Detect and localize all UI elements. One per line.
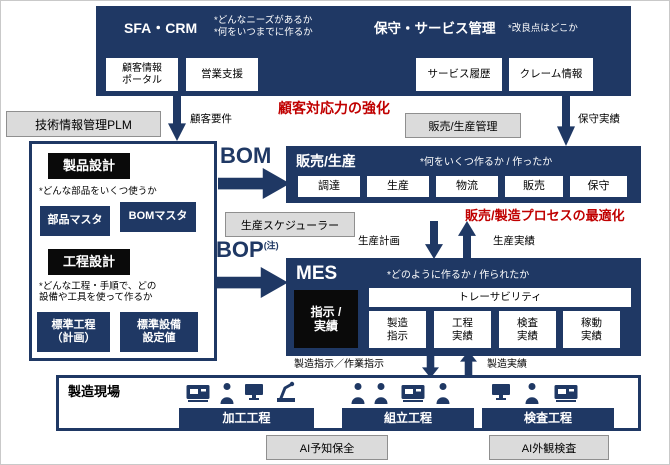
process-result-box: 工程 実績 <box>434 311 491 348</box>
maintenance-box: 保守 <box>570 176 627 197</box>
mfg-instruction-arrow-down <box>422 351 439 378</box>
process-design-note: *どんな工程・手順で、どの 設備や工具を使って作るか <box>39 281 157 304</box>
sales-production-panel: 販売/生産 *何をいくつ作るか / 作ったか 調達 生産 物流 販売 保守 <box>286 146 641 203</box>
bop-label: BOP(注) <box>216 237 279 263</box>
production-scheduler-box: 生産スケジューラー <box>225 212 355 237</box>
sfa-crm-note: *どんなニーズがあるか *何をいつまでに作るか <box>214 15 313 39</box>
robot-arm-icon <box>277 381 295 402</box>
machining-process-bar: 加工工程 <box>179 408 314 429</box>
product-design-box: 製品設計 <box>48 153 130 179</box>
claim-info-box: クレーム情報 <box>509 58 593 91</box>
mfg-instruction-label: 製造指示／作業指示 <box>294 359 384 370</box>
mfg-instruction-box: 製造 指示 <box>369 311 426 348</box>
machine-icon <box>186 385 210 402</box>
sfa-crm-title: SFA・CRM <box>124 20 198 36</box>
operation-result-box: 稼動 実績 <box>563 311 620 348</box>
production-box: 生産 <box>367 176 429 197</box>
procurement-box: 調達 <box>298 176 360 197</box>
parts-master-box: 部品マスタ <box>40 206 110 236</box>
worker-icon <box>374 383 388 404</box>
standard-equipment-box: 標準設備 設定値 <box>120 312 198 352</box>
sales-box: 販売 <box>505 176 563 197</box>
design-panel: 製品設計 *どんな部品をいくつ使うか 部品マスタ BOMマスタ 工程設計 *どん… <box>29 141 217 361</box>
bom-label: BOM <box>220 143 272 168</box>
strengthen-customer-label: 顧客対応力の強化 <box>278 100 390 116</box>
ai-predictive-maintenance-box: AI予知保全 <box>266 435 388 460</box>
worker-icon <box>525 383 539 404</box>
plm-label-box: 技術情報管理PLM <box>6 111 161 137</box>
customer-portal-box: 顧客情報 ポータル <box>106 58 178 91</box>
product-design-note: *どんな部品をいくつ使うか <box>39 186 157 197</box>
inspection-process-bar: 検査工程 <box>482 408 614 429</box>
worker-icon <box>436 383 450 404</box>
customer-requirement-label: 顧客要件 <box>190 113 232 125</box>
bop-text: BOP <box>216 237 264 262</box>
inspection-result-box: 検査 実績 <box>499 311 556 348</box>
crm-service-panel: SFA・CRM *どんなニーズがあるか *何をいつまでに作るか 保守・サービス管… <box>96 6 631 96</box>
bop-arrow-right <box>216 267 288 298</box>
bop-note: (注) <box>263 240 279 251</box>
machine-icon <box>554 385 578 402</box>
maintenance-result-arrow-down <box>557 96 575 146</box>
service-mgmt-title: 保守・サービス管理 <box>374 21 496 36</box>
maintenance-result-label: 保守実績 <box>578 113 620 125</box>
mes-panel: MES *どのように作るか / 作られたか 指示 / 実績 トレーサビリティ 製… <box>286 258 641 356</box>
process-design-box: 工程設計 <box>48 249 130 275</box>
worker-icon <box>351 383 365 404</box>
monitor-icon <box>245 384 263 400</box>
production-plan-label: 生産計画 <box>358 235 400 247</box>
sales-support-box: 営業支援 <box>186 58 258 91</box>
customer-requirement-arrow-down <box>168 96 186 141</box>
mfg-result-arrow-up <box>460 351 477 378</box>
assembly-process-bar: 組立工程 <box>342 408 474 429</box>
production-plan-arrow-down <box>425 221 443 259</box>
instruction-result-box: 指示 / 実績 <box>294 290 358 348</box>
bom-master-box: BOMマスタ <box>120 202 196 232</box>
sales-production-note: *何をいくつ作るか / 作ったか <box>420 157 553 168</box>
mes-title: MES <box>296 263 338 284</box>
factory-floor-title: 製造現場 <box>68 384 121 399</box>
mfg-result-label: 製造実績 <box>487 359 527 370</box>
logistics-box: 物流 <box>436 176 498 197</box>
ai-visual-inspection-box: AI外観検査 <box>489 435 609 460</box>
sales-production-title: 販売/生産 <box>296 153 356 169</box>
monitor-icon <box>492 384 510 400</box>
production-result-label: 生産実績 <box>493 235 535 247</box>
traceability-box: トレーサビリティ <box>369 288 631 307</box>
production-result-arrow-up <box>458 221 476 259</box>
factory-floor-panel: 製造現場 <box>56 375 641 431</box>
sales-production-mgmt-box: 販売/生産管理 <box>405 113 521 138</box>
optimize-process-label: 販売/製造プロセスの最適化 <box>465 208 625 223</box>
bom-arrow-right <box>218 168 290 199</box>
service-mgmt-note: *改良点はどこか <box>508 23 578 34</box>
mes-note: *どのように作るか / 作られたか <box>387 270 530 281</box>
machine-icon <box>401 385 425 402</box>
standard-process-box: 標準工程 （計画） <box>37 312 110 352</box>
service-history-box: サービス履歴 <box>416 58 502 91</box>
worker-icon <box>220 383 234 404</box>
